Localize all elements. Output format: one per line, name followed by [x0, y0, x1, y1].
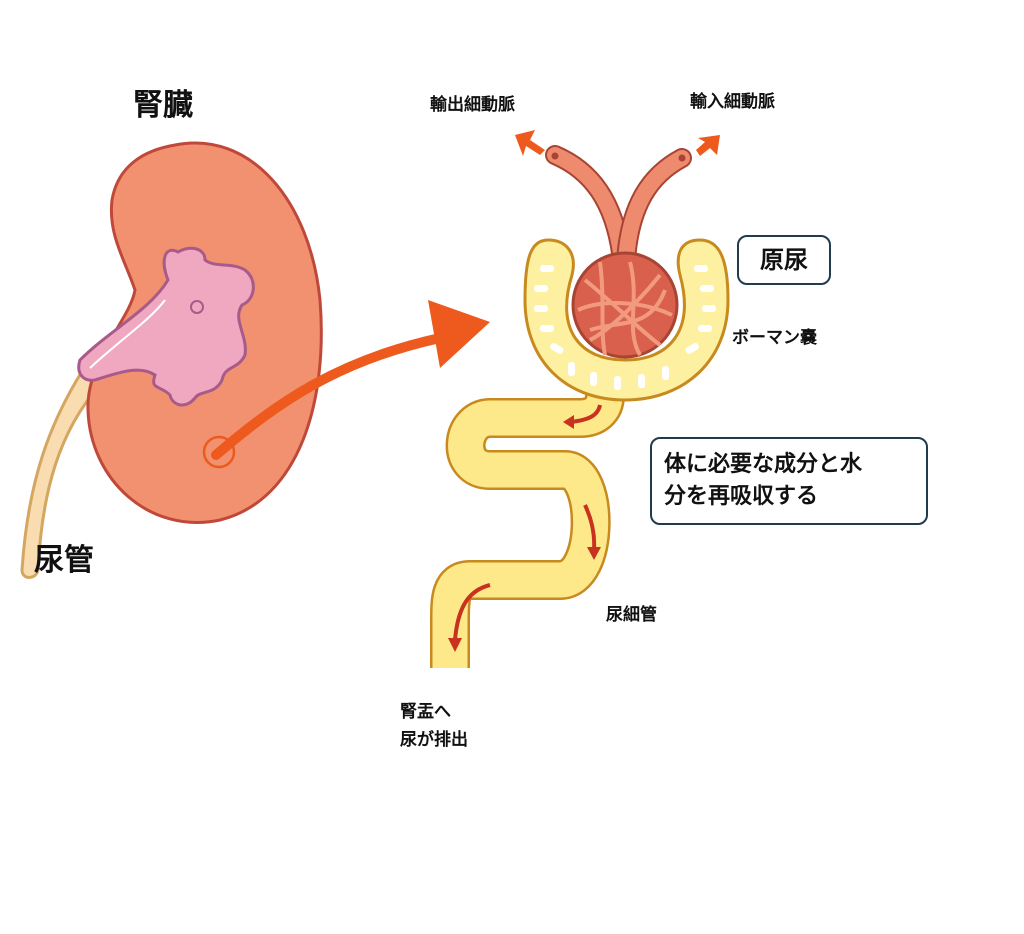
primary-urine-callout: 原尿 [737, 235, 831, 285]
reabsorption-line-1: 体に必要な成分と水 [664, 452, 863, 477]
magnify-arrow [211, 333, 445, 460]
tubule-fill [432, 393, 623, 668]
to-pelvis-line-1: 腎盂へ [400, 702, 451, 722]
flow-arrowhead-icon [587, 547, 601, 560]
efferent-arteriole-label: 輸出細動脈 [430, 95, 515, 115]
capillary-loops [577, 261, 673, 357]
ureter-label: 尿管 [34, 543, 94, 578]
flow-arrow-icon [583, 504, 597, 551]
primary-urine-label: 原尿 [760, 246, 808, 274]
flow-arrowhead-icon [448, 638, 462, 652]
bowman-capsule [523, 238, 730, 402]
renal-pelvis [77, 246, 255, 407]
renal-tubule-label: 尿細管 [606, 605, 657, 625]
afferent-arrow-icon [696, 135, 720, 156]
afferent-arteriole-label: 輸入細動脈 [690, 92, 775, 112]
vessel-lumen [678, 154, 686, 162]
pelvis-highlight [89, 299, 166, 369]
ureter [20, 359, 102, 579]
reabsorption-line-2: 分を再吸収する [664, 484, 819, 509]
to-pelvis-line-2: 尿が排出 [400, 730, 468, 750]
nephron-location-marker [202, 435, 236, 469]
efferent-arrow-icon [515, 130, 545, 156]
capsule-cells [534, 265, 716, 390]
magnify-arrowhead [428, 300, 490, 368]
flow-arrow-icon [453, 583, 491, 641]
flow-arrow-icon [569, 404, 602, 424]
reabsorption-callout: 体に必要な成分と水 分を再吸収する [650, 437, 928, 525]
pelvis-dot [190, 300, 204, 314]
bowman-capsule-label: ボーマン嚢 [732, 328, 817, 348]
flow-arrowhead-icon [563, 415, 574, 429]
kidney-title: 腎臓 [133, 88, 193, 123]
vessel-lumen [551, 152, 559, 160]
afferent-arteriole-fill [618, 150, 690, 268]
